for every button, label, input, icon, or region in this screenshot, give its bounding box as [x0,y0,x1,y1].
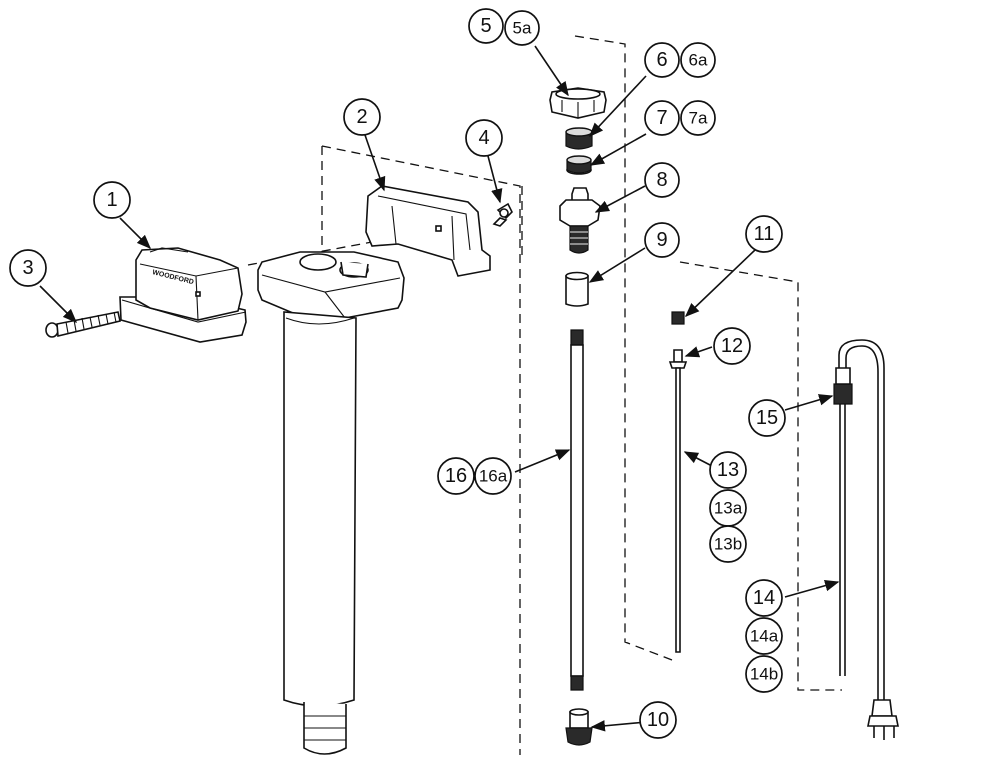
callout-14b: 14b [745,655,783,693]
callout-6a: 6a [680,42,716,78]
callout-10: 10 [639,701,677,739]
callout-6a-label: 6a [689,51,708,70]
main-body-part [257,251,405,755]
callout-7a: 7a [680,100,716,136]
rod-assembly-part [668,311,688,653]
callout-14a-label: 14a [750,627,779,646]
callout-11: 11 [745,215,783,253]
callout-16: 16 [437,457,475,495]
wing-nut-part [492,202,513,227]
heater-cable-part [833,339,899,740]
callout-10-label: 10 [647,709,669,731]
callout-12-label: 12 [721,335,743,357]
callout-13b-label: 13b [714,535,742,554]
callout-2-label: 2 [356,106,367,128]
valve-head-part [559,187,601,254]
callout-16a: 16a [474,457,512,495]
callout-8: 8 [644,162,680,198]
callout-9: 9 [644,222,680,258]
callout-4: 4 [465,119,503,157]
callout-15: 15 [748,399,786,437]
callout-14: 14 [745,579,783,617]
pipe-part [570,329,584,691]
callout-5a: 5a [504,10,540,46]
leader-lines [39,45,840,732]
callout-13a-label: 13a [714,499,743,518]
callout-7: 7 [644,100,680,136]
washer-part [566,155,592,175]
callout-4-label: 4 [478,127,489,149]
callout-9-label: 9 [656,229,667,251]
callout-5: 5 [468,8,504,44]
callout-13b: 13b [709,525,747,563]
callout-1: 1 [93,181,131,219]
callout-15-label: 15 [756,407,778,429]
callout-12: 12 [713,327,751,365]
bracket-part [365,185,491,277]
callout-6: 6 [644,42,680,78]
inlet-fitting-part [565,708,593,746]
head-cover-part: WOODFORD [119,247,247,343]
callout-13: 13 [709,451,747,489]
callout-1-label: 1 [106,189,117,211]
callout-11-label: 11 [754,223,775,245]
callout-3: 3 [9,249,47,287]
callout-2: 2 [343,98,381,136]
callout-5-label: 5 [480,15,491,37]
plug-part [565,127,593,150]
callout-7a-label: 7a [689,109,708,128]
callout-14-label: 14 [753,587,775,609]
callout-16-label: 16 [445,465,467,487]
cap-nut-part [549,87,607,119]
sleeve-part [565,271,589,307]
callout-13a: 13a [709,489,747,527]
callout-7-label: 7 [656,107,667,129]
callout-5a-label: 5a [513,19,532,38]
callout-3-label: 3 [22,257,33,279]
callout-6-label: 6 [656,49,667,71]
callout-16a-label: 16a [479,467,508,486]
callout-8-label: 8 [656,169,667,191]
callout-13-label: 13 [717,459,739,481]
callout-14b-label: 14b [750,665,778,684]
callout-14a: 14a [745,617,783,655]
screw-part [45,311,121,338]
